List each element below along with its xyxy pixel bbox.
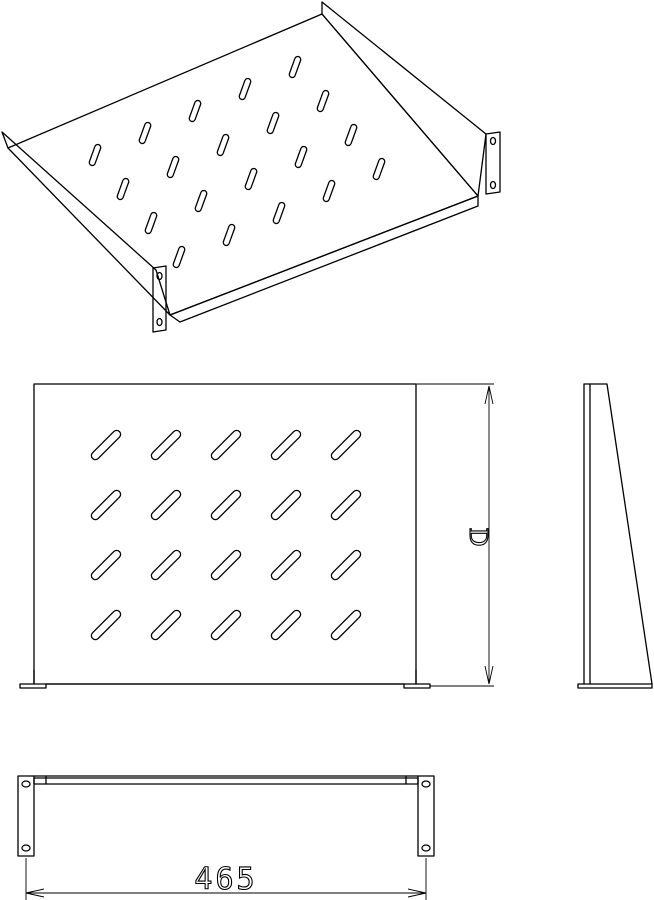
top-vent-slot [330,609,362,641]
iso-vent-slot [144,211,158,235]
iso-front-lip [169,195,479,323]
iso-left-flange [152,265,167,333]
iso-vent-slot [216,133,230,157]
isometric-view [1,1,501,333]
side-view [577,383,653,689]
top-vent-slot [270,549,302,581]
top-vent-slot [150,549,182,581]
top-vent-slots [90,429,362,641]
iso-right-wall [321,1,487,197]
top-left-tab [19,669,47,689]
iso-right-flange-hole-bottom [489,180,497,190]
iso-vent-slot [188,99,202,123]
depth-arrow-top [484,385,494,405]
iso-vent-slot [194,189,208,213]
top-vent-slot [210,429,242,461]
iso-tray-floor [7,13,479,316]
iso-vent-slot [344,123,358,147]
iso-vent-slot [238,77,252,101]
iso-vent-slot [244,167,258,191]
width-label: 465 [194,862,257,897]
side-wall-profile [583,383,653,685]
front-view: 465 [17,775,435,900]
top-vent-slot [330,489,362,521]
top-vent-slot [90,489,122,521]
top-right-tab [403,669,431,689]
width-arrow-left [25,888,45,898]
front-right-ear-hole-top [421,780,431,788]
top-vent-slot [90,609,122,641]
top-vent-slot [210,489,242,521]
iso-vent-slot [116,177,130,201]
top-vent-slot [210,609,242,641]
iso-vent-slots [88,55,386,269]
top-vent-slot [90,429,122,461]
iso-vent-slot [266,111,280,135]
iso-vent-slot [172,245,186,269]
iso-vent-slot [288,55,302,79]
top-vent-slot [270,429,302,461]
iso-vent-slot [138,121,152,145]
depth-arrow-bottom [484,665,494,685]
front-left-ear-hole-bottom [21,844,31,852]
top-vent-slot [270,609,302,641]
front-left-ear [17,775,35,857]
iso-vent-slot [294,145,308,169]
top-tray-outline [33,383,417,685]
front-right-ear [417,775,435,857]
top-vent-slot [150,429,182,461]
iso-vent-slot [166,155,180,179]
top-vent-slot [330,429,362,461]
iso-vent-slot [88,143,102,167]
depth-label: D [464,527,492,546]
iso-vent-slot [316,89,330,113]
top-vent-slot [150,489,182,521]
iso-right-flange [485,131,501,195]
front-left-ear-hole-top [21,780,31,788]
iso-vent-slot [222,223,236,247]
front-right-ear-hole-bottom [421,844,431,852]
side-bottom-tab [577,683,653,689]
iso-vent-slot [272,201,286,225]
iso-vent-slot [322,179,336,203]
iso-left-wall [1,131,171,316]
width-arrow-right [407,888,427,898]
top-vent-slot [330,549,362,581]
iso-right-flange-hole-top [489,136,497,146]
iso-left-flange-hole-bottom [156,317,163,327]
top-view: D [19,383,494,689]
top-vent-slot [90,549,122,581]
iso-left-flange-hole-top [156,271,163,281]
top-vent-slot [210,549,242,581]
iso-vent-slot [372,157,386,181]
top-vent-slot [150,609,182,641]
front-shelf-lip [33,777,419,785]
top-vent-slot [270,489,302,521]
